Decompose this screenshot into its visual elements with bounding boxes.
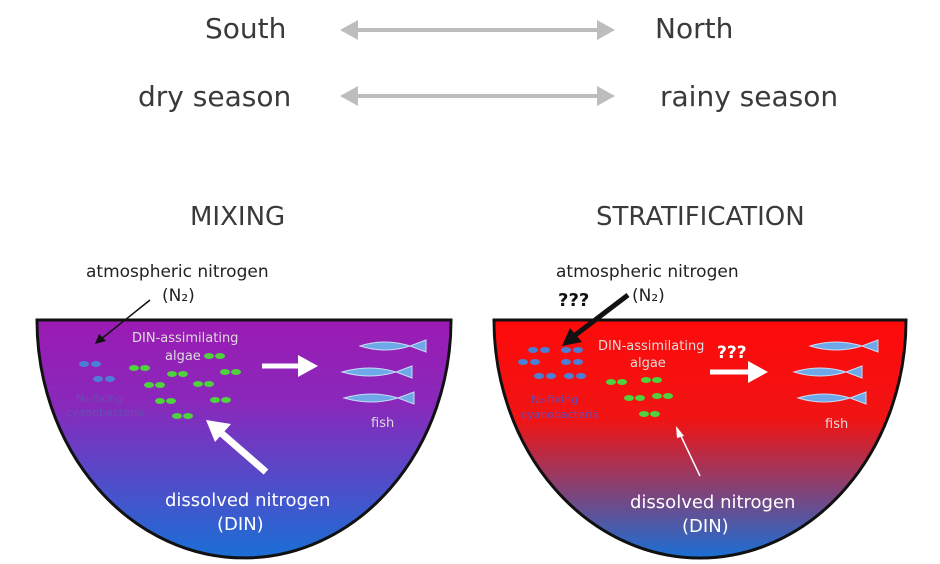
mixing-fish-label: fish (371, 416, 394, 431)
mixing-algae-label-2: algae (165, 349, 201, 364)
mixing-fish-arrow (262, 355, 318, 377)
strat-algae-label-1: DIN-assimilating (598, 339, 704, 354)
strat-n2-label: (N₂) (632, 286, 665, 306)
strat-din-label-2: (DIN) (682, 516, 729, 537)
mixing-fish (340, 339, 427, 405)
strat-cyanobacteria (518, 347, 586, 379)
strat-fixers-label-1: N₂-fixing (531, 393, 578, 406)
strat-fish-question: ??? (717, 343, 747, 363)
mixing-algae (129, 353, 241, 419)
dry-season-label: dry season (138, 80, 292, 113)
strat-question-marks: ??? (558, 290, 590, 311)
mixing-atmospheric-arrow (95, 299, 151, 344)
mixing-fixers-label-1: N₂-fixing (76, 392, 123, 405)
strat-din-arrow (676, 426, 701, 477)
mixing-heading: MIXING (190, 202, 286, 232)
mixing-algae-label-1: DIN-assimilating (132, 331, 238, 346)
south-label: South (205, 12, 287, 45)
mixing-din-label-1: dissolved nitrogen (165, 490, 330, 511)
strat-atmospheric-arrow (562, 293, 630, 346)
mixing-basin (35, 318, 453, 560)
strat-fish-arrow (710, 361, 768, 383)
strat-algae (606, 377, 673, 417)
north-label: North (655, 12, 734, 45)
strat-algae-label-2: algae (630, 356, 666, 371)
mixing-n2-label: (N₂) (162, 286, 195, 306)
mixing-cyanobacteria (79, 361, 115, 382)
strat-din-label-1: dissolved nitrogen (630, 492, 795, 513)
mixing-din-label-2: (DIN) (217, 514, 264, 535)
strat-fixers-label-2: cyanobacteria (521, 408, 599, 421)
stratification-basin (492, 318, 908, 560)
stratification-heading: STRATIFICATION (596, 202, 805, 232)
mixing-din-arrow (206, 420, 269, 475)
season-arrow (340, 86, 615, 106)
mixing-atmospheric-label: atmospheric nitrogen (86, 262, 269, 282)
rainy-season-label: rainy season (660, 80, 839, 113)
mixing-fixers-label-2: cyanobacteria (66, 406, 144, 419)
south-north-arrow (340, 20, 615, 40)
strat-fish-label: fish (825, 417, 848, 432)
strat-fish (792, 339, 879, 405)
strat-atmospheric-label: atmospheric nitrogen (556, 262, 739, 282)
